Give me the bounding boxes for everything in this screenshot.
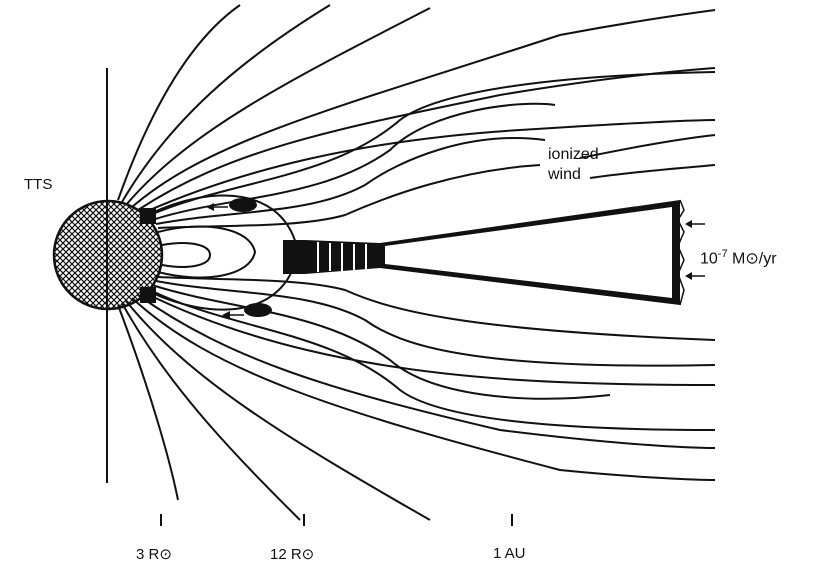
star xyxy=(52,199,164,311)
mass-rate-unit: M⊙/yr xyxy=(732,250,777,268)
accretion-disk xyxy=(283,199,705,306)
field-lines-upper xyxy=(117,4,716,229)
star-label: TTS xyxy=(24,176,53,193)
tick-label-3r: 3 R⊙ xyxy=(136,546,172,563)
scale-ticks xyxy=(160,514,513,526)
tick-label-1au: 1 AU xyxy=(493,545,526,562)
mass-rate-label: 10-7 M⊙/yr xyxy=(700,248,777,268)
wind-label: wind xyxy=(548,166,581,183)
field-lines-lower xyxy=(117,276,716,521)
ionized-label: ionized xyxy=(548,146,599,163)
tick-label-12r: 12 R⊙ xyxy=(270,546,315,563)
closed-loops xyxy=(149,194,300,311)
accretion-blobs xyxy=(140,198,272,319)
mass-rate-base: 10 xyxy=(700,250,718,268)
mass-rate-exponent: -7 xyxy=(717,248,728,260)
